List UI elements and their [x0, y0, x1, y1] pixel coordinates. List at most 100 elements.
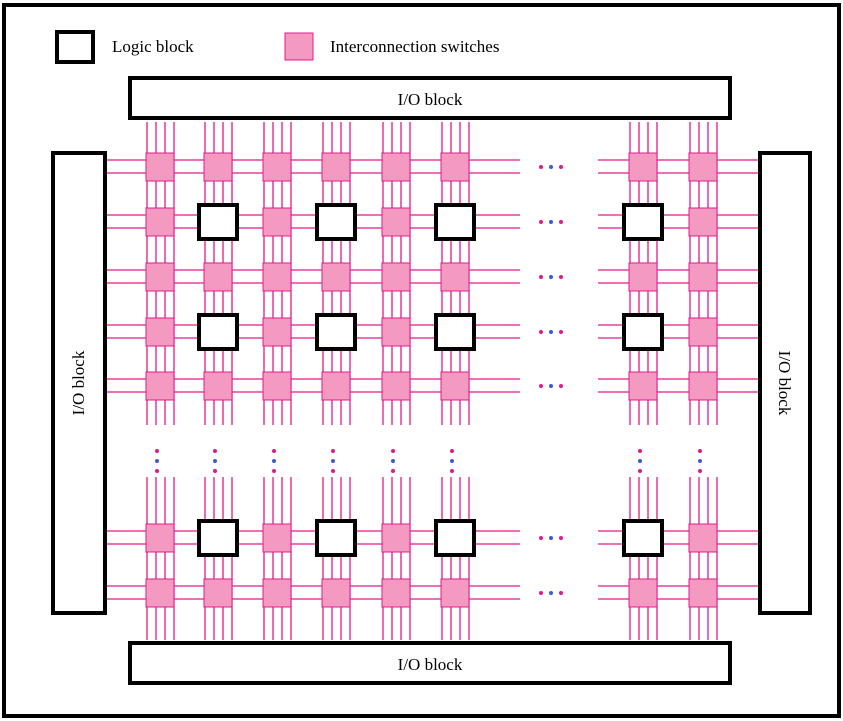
interconnection-switch — [440, 371, 470, 401]
ellipsis-dot — [539, 220, 543, 224]
interconnection-switch — [381, 523, 411, 553]
ellipsis-dot — [539, 330, 543, 334]
logic-block — [197, 313, 239, 351]
ellipsis-dot — [539, 275, 543, 279]
io-block-left-label: I/O block — [69, 350, 88, 415]
ellipsis-dot — [549, 591, 553, 595]
ellipsis-dot — [331, 449, 335, 453]
ellipsis-dot — [549, 165, 553, 169]
ellipsis-dot — [559, 275, 563, 279]
interconnection-switch — [203, 262, 233, 292]
interconnection-switch — [145, 523, 175, 553]
interconnection-switch — [145, 152, 175, 182]
io-block-right-label: I/O block — [775, 351, 794, 416]
interconnection-switch — [321, 262, 351, 292]
interconnection-switch — [628, 371, 658, 401]
interconnection-switch — [440, 262, 470, 292]
logic-block — [434, 203, 476, 241]
ellipsis-dot — [272, 469, 276, 473]
logic-block — [315, 519, 357, 557]
interconnection-switch — [440, 578, 470, 608]
interconnection-switch — [628, 578, 658, 608]
ellipsis-dot — [638, 449, 642, 453]
ellipsis-markers — [155, 165, 702, 595]
interconnection-switch — [381, 317, 411, 347]
ellipsis-dot — [559, 536, 563, 540]
logic-block — [315, 203, 357, 241]
interconnection-switch — [262, 262, 292, 292]
interconnection-switch — [688, 523, 718, 553]
ellipsis-dot — [539, 165, 543, 169]
ellipsis-dot — [638, 469, 642, 473]
interconnection-switch — [262, 371, 292, 401]
interconnection-switch — [628, 262, 658, 292]
interconnection-switch — [688, 207, 718, 237]
ellipsis-dot — [391, 449, 395, 453]
ellipsis-dot — [549, 536, 553, 540]
interconnection-switch — [145, 578, 175, 608]
interconnection-switch — [381, 578, 411, 608]
interconnection-switch — [203, 371, 233, 401]
ellipsis-dot — [539, 384, 543, 388]
interconnection-switch — [381, 371, 411, 401]
interconnection-switch — [688, 371, 718, 401]
interconnection-switch — [440, 152, 470, 182]
legend-switch-swatch — [284, 32, 314, 61]
legend-switch-label: Interconnection switches — [330, 37, 499, 56]
ellipsis-dot — [549, 275, 553, 279]
ellipsis-dot — [549, 220, 553, 224]
interconnection-switch — [688, 152, 718, 182]
ellipsis-dot — [391, 459, 395, 463]
legend-logic-block-label: Logic block — [112, 37, 194, 56]
interconnection-switch — [262, 578, 292, 608]
interconnection-switch — [262, 152, 292, 182]
interconnection-switch — [262, 523, 292, 553]
ellipsis-dot — [698, 449, 702, 453]
logic-block — [622, 203, 664, 241]
ellipsis-dot — [450, 449, 454, 453]
io-block-bottom: I/O block — [128, 641, 732, 685]
interconnection-switch — [262, 207, 292, 237]
ellipsis-dot — [450, 469, 454, 473]
logic-block — [197, 519, 239, 557]
io-block-right: I/O block — [758, 151, 812, 615]
interconnection-switch — [381, 207, 411, 237]
io-block-left: I/O block — [51, 151, 107, 615]
interconnection-switch — [381, 262, 411, 292]
interconnection-switches — [145, 152, 718, 608]
logic-blocks — [197, 203, 664, 557]
interconnection-switch — [688, 262, 718, 292]
ellipsis-dot — [272, 459, 276, 463]
ellipsis-dot — [155, 469, 159, 473]
io-block-top-label: I/O block — [398, 90, 463, 109]
io-block-bottom-label: I/O block — [398, 655, 463, 674]
ellipsis-dot — [698, 469, 702, 473]
ellipsis-dot — [450, 459, 454, 463]
interconnection-switch — [145, 207, 175, 237]
ellipsis-dot — [272, 449, 276, 453]
interconnection-switch — [321, 371, 351, 401]
interconnection-switch — [628, 152, 658, 182]
ellipsis-dot — [213, 449, 217, 453]
logic-block — [622, 519, 664, 557]
ellipsis-dot — [331, 469, 335, 473]
interconnection-switch — [321, 578, 351, 608]
logic-block — [197, 203, 239, 241]
interconnection-switch — [262, 317, 292, 347]
legend-logic-block-swatch — [55, 30, 95, 64]
ellipsis-dot — [559, 220, 563, 224]
ellipsis-dot — [559, 330, 563, 334]
interconnection-switch — [145, 317, 175, 347]
ellipsis-dot — [549, 330, 553, 334]
interconnection-switch — [203, 578, 233, 608]
logic-block — [622, 313, 664, 351]
ellipsis-dot — [155, 459, 159, 463]
interconnection-switch — [145, 262, 175, 292]
legend: Logic block Interconnection switches — [55, 30, 499, 64]
ellipsis-dot — [213, 459, 217, 463]
ellipsis-dot — [559, 165, 563, 169]
ellipsis-dot — [539, 591, 543, 595]
ellipsis-dot — [331, 459, 335, 463]
ellipsis-dot — [539, 536, 543, 540]
